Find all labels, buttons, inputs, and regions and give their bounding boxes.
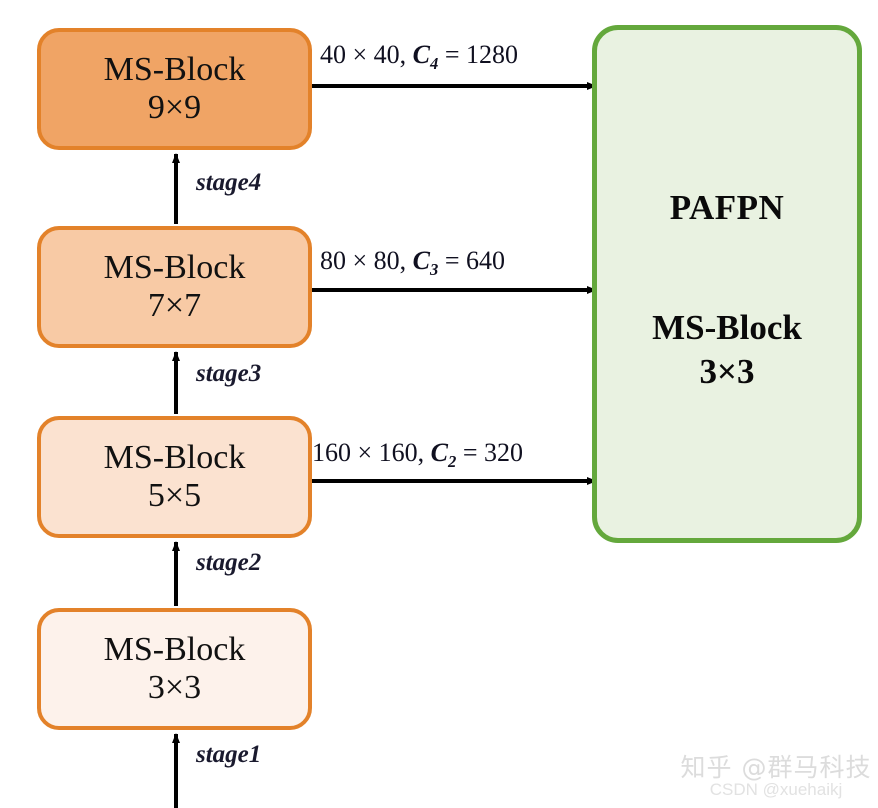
edge-c3-equals: = bbox=[438, 246, 466, 275]
edge-c4-equals: = bbox=[438, 40, 466, 69]
edge-label-c3: 80 × 80, C3 = 640 bbox=[320, 246, 505, 280]
pafpn-block[interactable]: PAFPN MS-Block 3×3 bbox=[592, 25, 862, 543]
pafpn-title: PAFPN bbox=[669, 188, 785, 227]
edge-label-c2: 160 × 160, C2 = 320 bbox=[312, 438, 523, 472]
edge-c2-channel-index: 2 bbox=[448, 452, 457, 472]
ms-block-9x9[interactable]: MS-Block 9×9 bbox=[37, 28, 312, 150]
stage-label-stage4: stage4 bbox=[196, 169, 262, 196]
edge-c4-resolution: 40 × 40, bbox=[320, 40, 413, 69]
edge-c3-channels: 640 bbox=[466, 246, 505, 275]
stage-label-stage1: stage1 bbox=[196, 741, 262, 768]
edge-c3-resolution: 80 × 80, bbox=[320, 246, 413, 275]
watermark-csdn-text: CSDN @xuehaikj bbox=[709, 780, 843, 799]
edge-c4-channel-index: 4 bbox=[430, 54, 439, 74]
watermark-zhihu-text: 知乎 @群马科技 bbox=[680, 753, 872, 782]
edge-label-c4: 40 × 40, C4 = 1280 bbox=[320, 40, 518, 74]
edge-c3-channel-index: 3 bbox=[430, 260, 439, 280]
watermark: 知乎 @群马科技 CSDN @xuehaikj bbox=[676, 748, 876, 800]
edge-c2-channel-var: C bbox=[430, 438, 449, 467]
ms-block-3x3-title: MS-Block bbox=[103, 630, 246, 668]
edge-c2-resolution: 160 × 160, bbox=[312, 438, 431, 467]
edge-c3-channel-var: C bbox=[412, 246, 431, 275]
ms-block-7x7-kernel: 7×7 bbox=[147, 287, 202, 324]
ms-block-3x3-kernel: 3×3 bbox=[147, 669, 202, 706]
edge-c2-equals: = bbox=[456, 438, 484, 467]
ms-block-5x5-title: MS-Block bbox=[103, 438, 246, 476]
stage-label-stage3: stage3 bbox=[196, 360, 262, 387]
ms-block-7x7[interactable]: MS-Block 7×7 bbox=[37, 226, 312, 348]
ms-block-7x7-title: MS-Block bbox=[103, 248, 246, 286]
edge-c4-channels: 1280 bbox=[466, 40, 518, 69]
ms-block-3x3[interactable]: MS-Block 3×3 bbox=[37, 608, 312, 730]
pafpn-ms-block-kernel: 3×3 bbox=[699, 352, 755, 391]
edge-c4-channel-var: C bbox=[412, 40, 431, 69]
pafpn-ms-block-title: MS-Block bbox=[652, 308, 802, 347]
ms-block-9x9-title: MS-Block bbox=[103, 50, 246, 88]
ms-block-5x5-kernel: 5×5 bbox=[147, 477, 202, 514]
ms-block-5x5[interactable]: MS-Block 5×5 bbox=[37, 416, 312, 538]
ms-block-9x9-kernel: 9×9 bbox=[147, 89, 202, 126]
stage-label-stage2: stage2 bbox=[196, 549, 262, 576]
edge-c2-channels: 320 bbox=[484, 438, 523, 467]
